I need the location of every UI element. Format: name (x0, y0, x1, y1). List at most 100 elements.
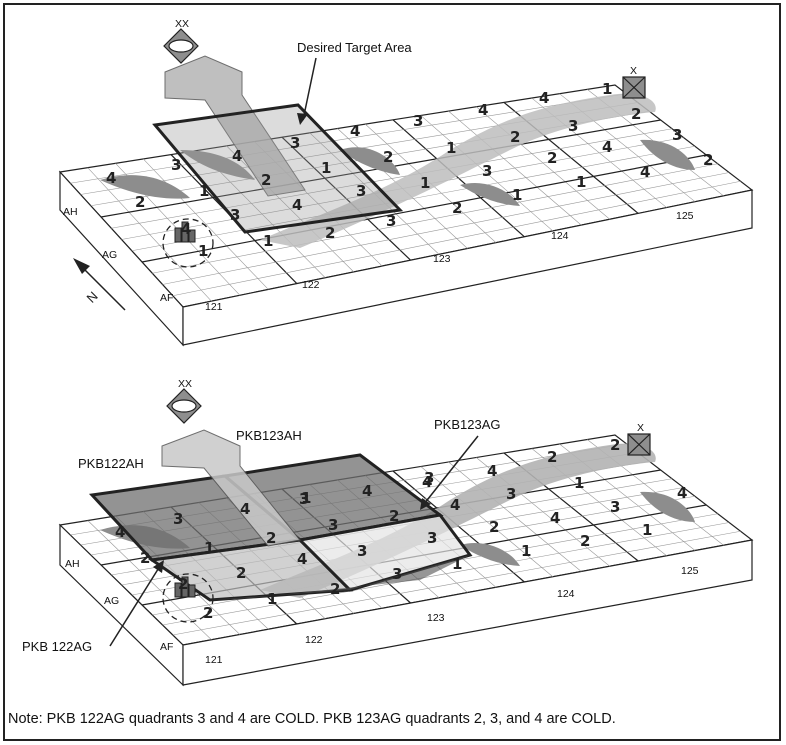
cold-region (210, 555, 470, 600)
column-label: 124 (557, 588, 575, 600)
column-label: 125 (681, 565, 699, 577)
quadrant-number: 2 (547, 448, 557, 466)
quadrant-number: 4 (450, 496, 460, 514)
terrain-shadow (100, 175, 190, 199)
quadrant-number: 1 (602, 80, 612, 98)
grid-line (172, 530, 741, 636)
quadrant-number: 4 (115, 523, 125, 541)
footnote: Note: PKB 122AG quadrants 3 and 4 are CO… (8, 711, 616, 727)
quadrant-number: 4 (297, 550, 307, 568)
quadrant-number: 2 (631, 105, 641, 123)
x-label: X (637, 422, 644, 434)
diamond-oval-symbol: XX (163, 18, 199, 64)
quadrant-number: 2 (610, 436, 620, 454)
building-cluster (174, 221, 196, 243)
quadrant-number: 4 (602, 138, 612, 156)
callout-pkb123ah: PKB123AH (236, 428, 302, 443)
terrain-shadow (460, 542, 520, 566)
quadrant-number: 4 (292, 196, 302, 214)
quadrant-number: 4 (181, 220, 191, 238)
grid-line (111, 128, 673, 229)
column-label: 122 (305, 634, 323, 646)
callout-arrowhead (153, 560, 164, 573)
quadrant-number: 4 (640, 163, 650, 181)
column-label: 125 (676, 210, 694, 222)
quadrant-number: 3 (392, 565, 402, 583)
grid-line (152, 163, 718, 274)
quadrant-number: 1 (267, 590, 277, 608)
quadrant-number: 3 (427, 529, 437, 547)
quadrant-number: 1 (301, 489, 311, 507)
approach-arrow (161, 429, 301, 547)
quadrant-number: 3 (299, 490, 309, 508)
terrain-shadow (640, 491, 695, 522)
quadrant-number: 1 (574, 474, 584, 492)
quadrant-number: 4 (539, 89, 549, 107)
quadrant-number: 1 (204, 539, 214, 557)
callout-arrow (109, 565, 161, 647)
desired-target-area (152, 103, 404, 234)
quadrant-number: 4 (106, 169, 116, 187)
quadrant-number: 4 (550, 509, 560, 527)
north-label: N (84, 289, 101, 306)
quadrant-number: 3 (506, 485, 516, 503)
quadrant-number: 4 (240, 500, 250, 518)
quadrant-number: 2 (547, 149, 557, 167)
quadrant-number: 4 (487, 462, 497, 480)
quadrant-number: 4 (362, 482, 372, 500)
building-ring (162, 218, 214, 268)
building-ring (162, 573, 214, 623)
x-label: X (630, 65, 637, 77)
xx-label: XX (175, 18, 189, 30)
grid-line (131, 145, 695, 252)
quadrant-number: 2 (236, 564, 246, 582)
quadrant-number: 3 (230, 206, 240, 224)
quadrant-number: 3 (672, 126, 682, 144)
callout-arrowhead (297, 113, 308, 125)
row-label: AH (65, 558, 80, 570)
row-label: AG (102, 249, 117, 261)
quadrant-number: 2 (580, 532, 590, 550)
quadrant-number: 1 (452, 555, 462, 573)
quadrant-number: 1 (521, 542, 531, 560)
terrain-ridge (260, 93, 656, 248)
quadrant-number: 2 (203, 604, 213, 622)
row-label: AG (104, 595, 119, 607)
boxed-x-symbol: X (622, 65, 646, 99)
diamond-oval-symbol: XX (166, 378, 202, 424)
quadrant-number: 2 (178, 575, 188, 593)
column-label: 121 (205, 301, 223, 313)
quadrant-number: 3 (356, 182, 366, 200)
quadrant-number: 4 (350, 122, 360, 140)
callout-arrow (423, 435, 479, 505)
quadrant-number: 3 (424, 469, 434, 487)
quadrant-number: 3 (610, 498, 620, 516)
quadrant-number: 3 (357, 542, 367, 560)
column-label: 123 (427, 612, 445, 624)
row-label: AF (160, 292, 173, 304)
quadrant-number: 3 (482, 162, 492, 180)
callout-arrow (302, 57, 317, 121)
approach-arrow (164, 55, 306, 197)
quadrant-number: 1 (576, 173, 586, 191)
grid-line (162, 172, 730, 285)
grid-line (172, 180, 741, 297)
quadrant-number: 4 (232, 147, 242, 165)
quadrant-number: 1 (198, 242, 208, 260)
boxed-x-symbol: X (627, 422, 651, 456)
quadrant-number: 3 (171, 156, 181, 174)
quadrant-number: 1 (512, 186, 522, 204)
quadrant-number: 4 (677, 484, 687, 502)
terrain-shadow (340, 147, 400, 175)
quadrant-number: 4 (422, 473, 432, 491)
callout-pkb123ag: PKB123AG (434, 417, 501, 432)
quadrant-number: 2 (383, 148, 393, 166)
quadrant-number: 1 (642, 521, 652, 539)
quadrant-number: 3 (386, 212, 396, 230)
terrain-shadow (460, 182, 520, 206)
quadrant-number: 2 (452, 199, 462, 217)
terrain-shadow (180, 150, 255, 180)
grid-line (162, 522, 730, 626)
